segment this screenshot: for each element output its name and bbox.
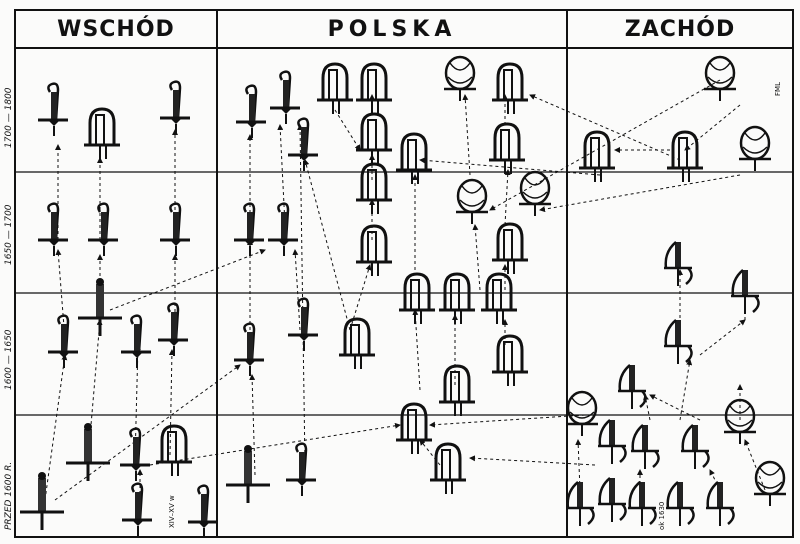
arrow-east-poland-1: [109, 249, 266, 311]
hilt-east-r2-a: [36, 202, 70, 258]
hilt-west-r4-b: [596, 418, 628, 466]
hilt-east-r4-b: [118, 427, 152, 483]
hilt-west-r4-e: [722, 398, 758, 446]
arrow-west-pl-1: [429, 414, 586, 428]
hilt-pl-r2-e: [454, 178, 490, 226]
hilt-pl-r1-d: [315, 62, 355, 116]
arrow-east-poland-3: [149, 422, 401, 466]
hilt-east-r3-b: [46, 314, 80, 370]
hilt-west-r4-c: [629, 423, 661, 471]
hilt-pl-r3-d: [397, 272, 437, 326]
hilt-pl-r2-c: [354, 162, 394, 216]
hilt-west-r1-b: [665, 130, 705, 184]
hilt-west-r4-d: [679, 423, 711, 471]
hilt-east-r3-c: [119, 314, 153, 370]
arrow-pl-8: [349, 264, 372, 331]
arrow-east-8: [44, 354, 68, 501]
hilt-pl-r3-b: [286, 297, 320, 353]
hilt-pl-r1-a: [234, 84, 268, 140]
arrow-pl-6: [292, 249, 301, 331]
outer-frame: [14, 9, 794, 538]
arrow-west-pl-2: [469, 455, 596, 466]
hilt-pl-r2-b: [266, 202, 300, 258]
hilt-east-r1-c: [158, 80, 192, 136]
arrow-pl-5: [249, 374, 256, 476]
hilt-pl-r4-d: [428, 442, 468, 496]
hilt-west-r4-j: [704, 480, 736, 528]
hilt-west-r3-a: [662, 318, 694, 366]
hilt-pl-r3-c: [337, 317, 377, 371]
hilt-west-r4-h: [626, 480, 658, 528]
arrow-west-13: [744, 439, 766, 491]
arrow-west-7: [643, 394, 651, 421]
arrow-west-pl-5: [489, 79, 721, 211]
arrow-west-pl-6: [539, 174, 741, 213]
hilt-east-r4-a: [64, 421, 112, 483]
arrow-pl-3: [277, 124, 286, 226]
hilt-east-r4-f: [186, 484, 220, 540]
hilt-pl-r2-d: [354, 224, 394, 278]
east-hilts: [18, 80, 220, 540]
header-poland: POLSKA: [327, 16, 457, 42]
hilt-pl-r3-a: [232, 322, 266, 378]
arrow-west-12: [709, 469, 721, 491]
poland-hilts: [224, 55, 553, 505]
hilt-pl-r3-f: [479, 272, 519, 326]
header-east: WSCHÓD: [57, 16, 175, 42]
hilt-east-r4-d: [18, 470, 66, 532]
hilt-east-r4-e: [120, 482, 154, 538]
arrow-pl-4: [297, 124, 306, 466]
hilt-west-r1-d: [737, 125, 773, 173]
hilt-pl-r4-a: [224, 443, 272, 505]
hilt-west-r2-a: [662, 240, 694, 288]
header-west: ZACHÓD: [624, 16, 736, 42]
hilt-pl-r4-b: [284, 442, 318, 498]
arrow-pl-7: [303, 159, 351, 331]
hilt-pl-r1-g: [394, 132, 434, 186]
hilt-pl-r2-a: [232, 202, 266, 258]
hilt-pl-r1-c: [286, 117, 320, 173]
hilt-west-r4-i: [664, 480, 696, 528]
arrow-pl-22: [419, 439, 441, 466]
hilt-west-r2-b: [729, 268, 761, 316]
hilt-west-r4-g: [596, 476, 628, 524]
hilt-pl-r2-g: [490, 222, 530, 276]
hilt-pl-r1-i: [490, 62, 530, 116]
hilt-west-r3-b: [616, 363, 648, 411]
hilt-east-r2-c: [158, 202, 192, 258]
arrow-west-10: [575, 439, 582, 491]
hilt-east-r4-c: [154, 424, 194, 478]
hilt-pl-r3-e: [437, 272, 477, 326]
hilt-pl-r1-f: [354, 112, 394, 166]
hilt-pl-r4-c: [394, 402, 434, 456]
hilt-pl-r1-e: [354, 62, 394, 116]
hilt-pl-r1-j: [487, 122, 527, 176]
hilt-west-r1-c: [702, 55, 738, 103]
arrow-pl-21: [462, 94, 471, 176]
hilt-east-r3-a: [76, 276, 124, 338]
west-hilts: [564, 55, 788, 528]
hilt-west-r4-k: [752, 460, 788, 508]
hilt-east-r1-b: [82, 107, 122, 161]
hilt-pl-r3-h: [490, 334, 530, 388]
hilt-west-r1-a: [577, 130, 617, 184]
arrow-east-poland-2: [54, 364, 241, 501]
arrow-pl-16: [472, 224, 481, 291]
hilt-east-r1-a: [36, 82, 70, 138]
hilt-west-r4-f: [564, 480, 596, 528]
hilt-west-r4-a: [564, 390, 600, 438]
hilt-pl-r1-b: [268, 70, 302, 126]
hilt-pl-r2-f: [517, 170, 553, 218]
hilt-pl-r1-h: [442, 55, 478, 103]
arrow-west-6: [679, 359, 693, 421]
hilt-east-r2-b: [86, 202, 120, 258]
hilt-east-r3-d: [156, 302, 190, 358]
arrow-pl-12: [334, 109, 361, 151]
hilt-pl-r3-g: [437, 364, 477, 418]
